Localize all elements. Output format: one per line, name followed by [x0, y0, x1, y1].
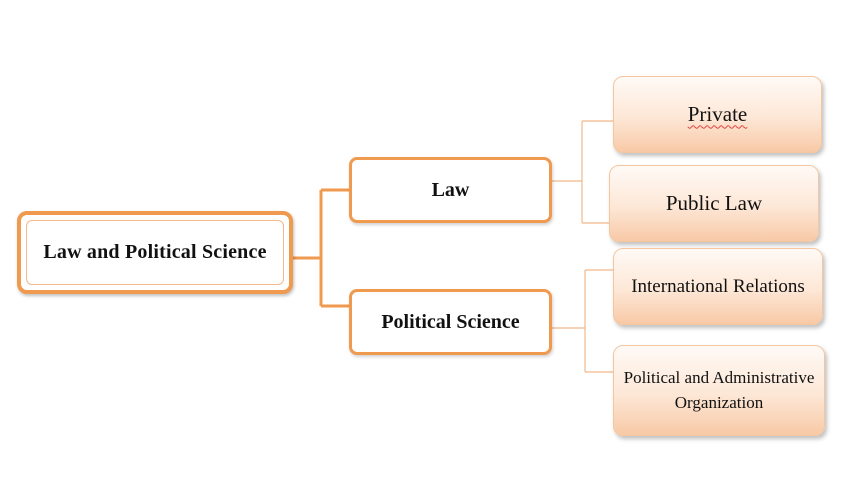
root-node-label: Law and Political Science [26, 220, 284, 285]
political-science-node: Political Science [349, 289, 552, 355]
private-node-label: Private [687, 102, 748, 127]
root-connectors [293, 188, 349, 308]
political-science-connectors [552, 269, 613, 373]
international-relations-node: International Relations [613, 248, 823, 325]
law-connectors [552, 120, 613, 224]
political-and-administrative-organization-node: Political and Administrative Organizatio… [613, 345, 825, 436]
root-node: Law and Political Science [17, 211, 293, 294]
law-node: Law [349, 157, 552, 223]
public-law-node: Public Law [609, 165, 819, 242]
private-node: Private [613, 76, 822, 153]
